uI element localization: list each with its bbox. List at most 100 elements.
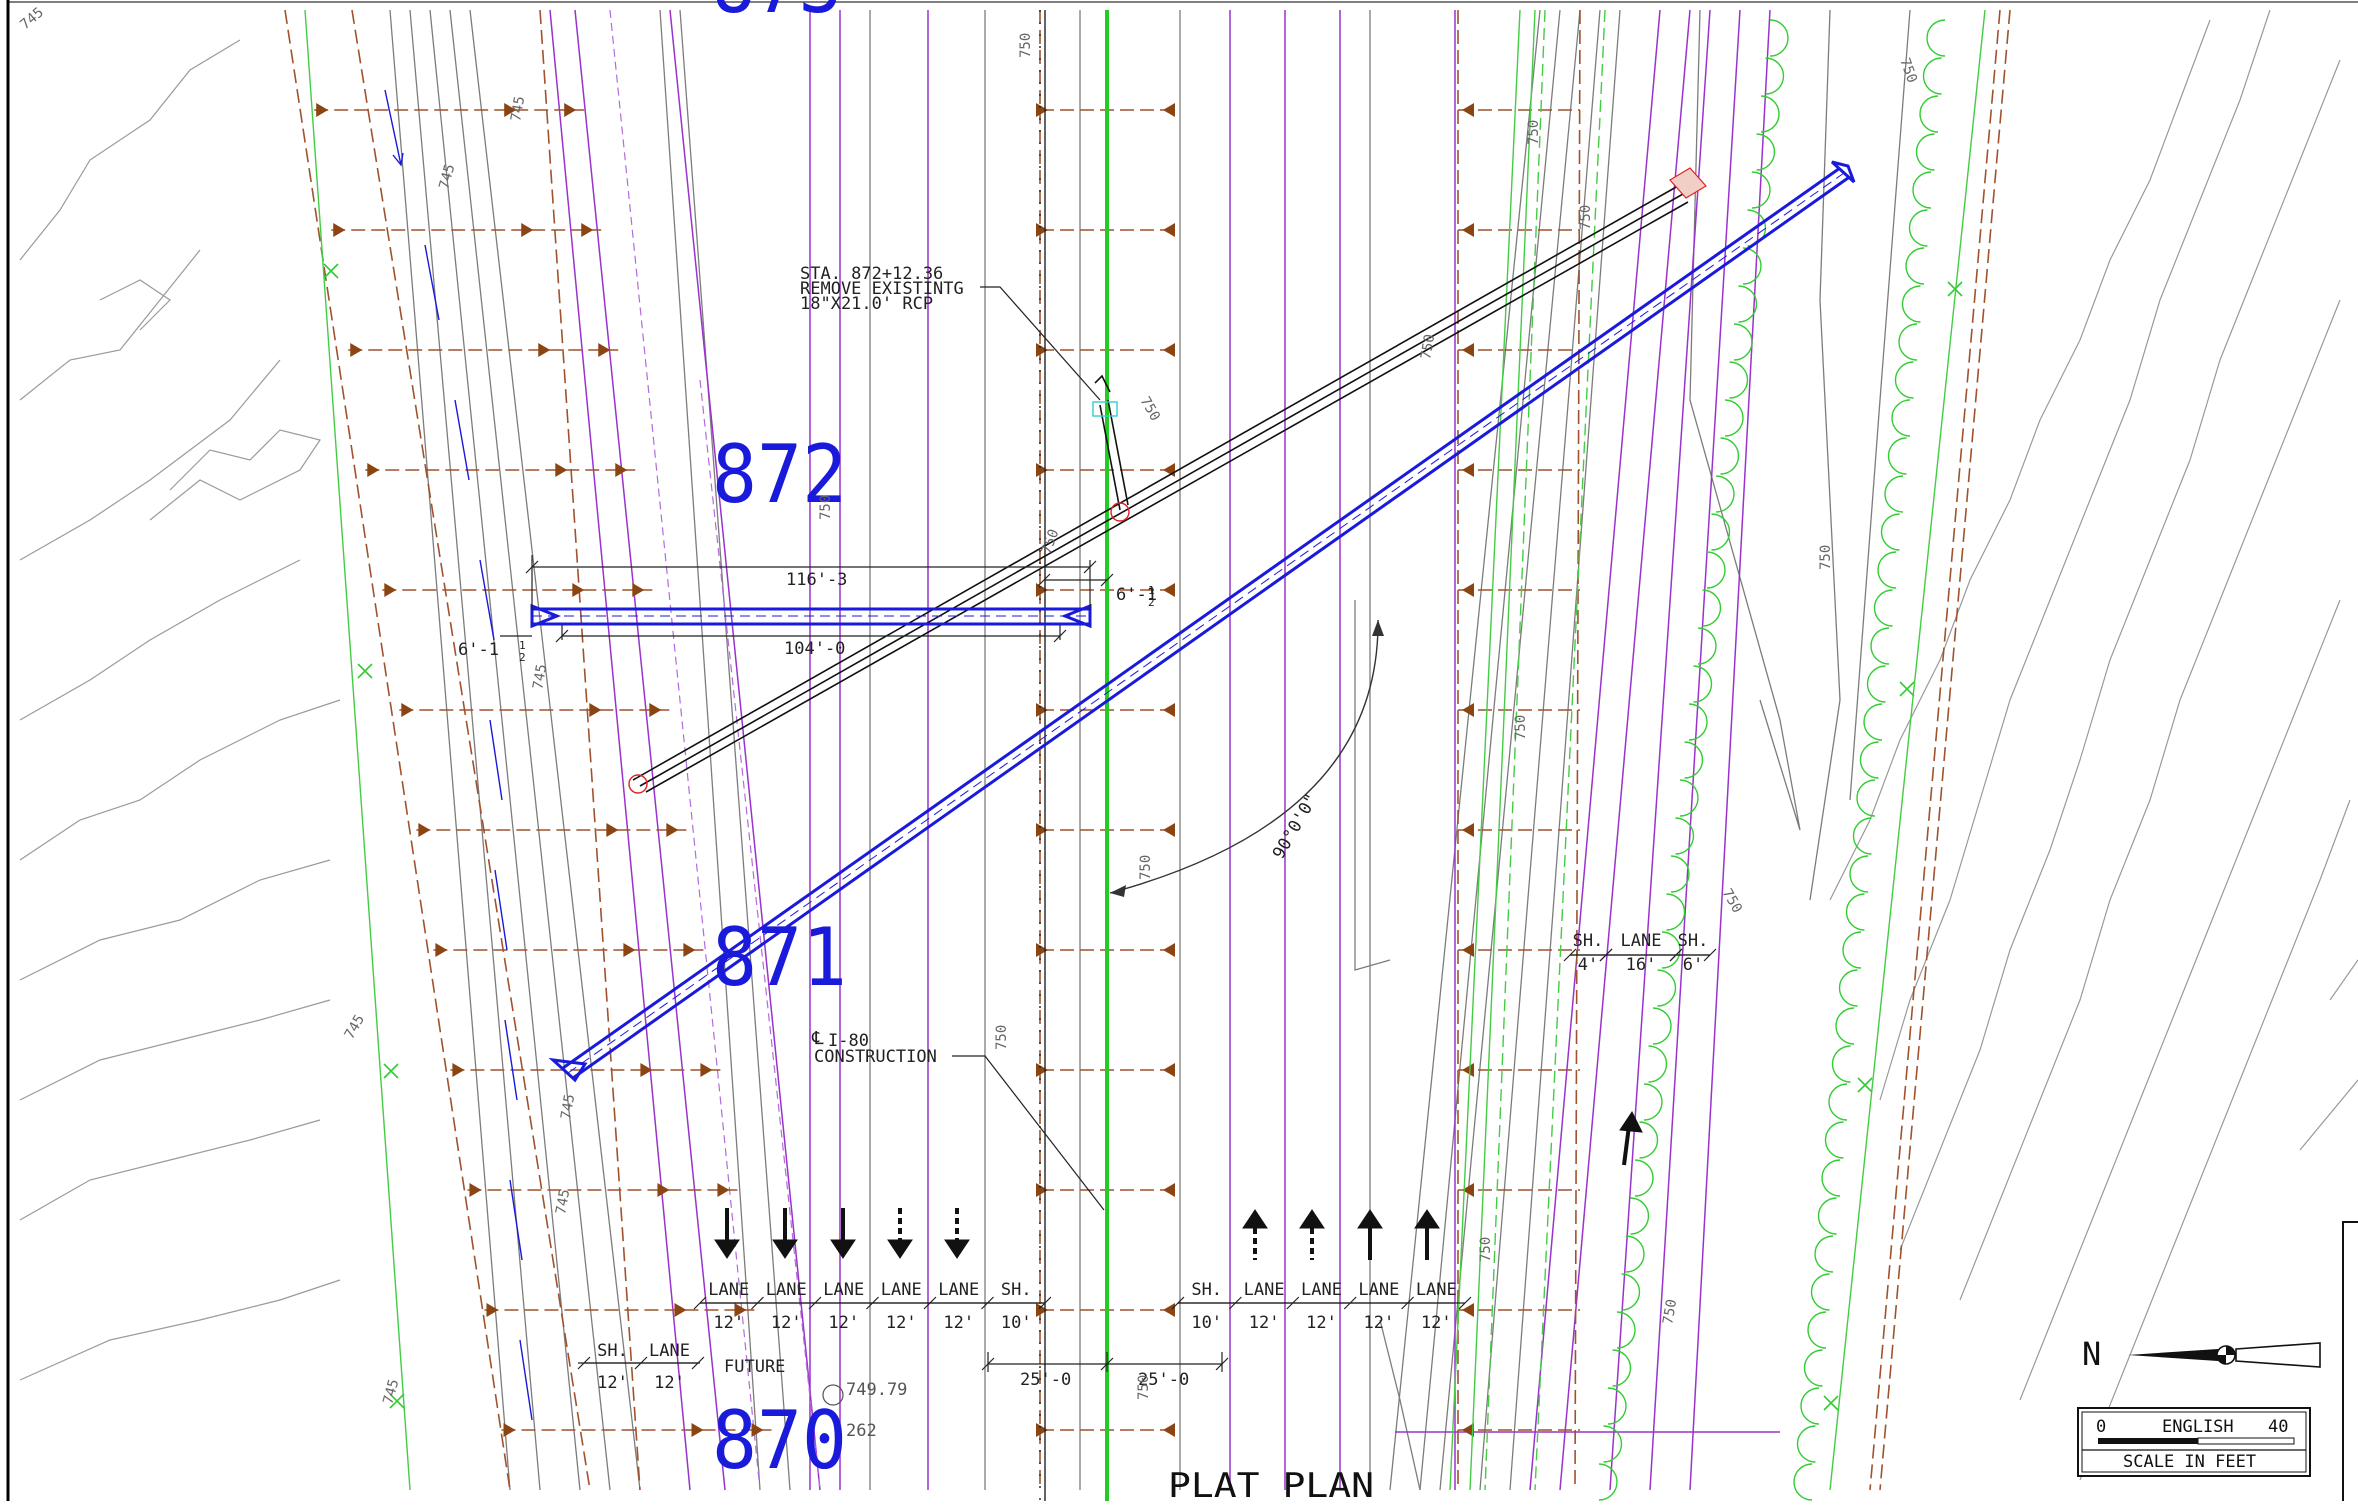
tree-arc: [1859, 741, 1879, 779]
tree-arc: [1598, 1463, 1618, 1501]
roadside-lines: [389, 9, 1911, 1491]
fence-triangle: [1462, 1063, 1474, 1077]
dim-25-right: 25'-0: [1138, 1370, 1189, 1390]
tree-arc: [1711, 513, 1731, 551]
fence-triangle: [1462, 1183, 1474, 1197]
dim-tick: [1100, 573, 1114, 587]
north-arrow-center-fill: [2217, 1346, 2235, 1364]
tree-arc: [1616, 1311, 1636, 1349]
tree-arc: [1898, 323, 1918, 361]
callout-line-2: REMOVE EXISTINTG: [800, 279, 964, 299]
culvert-leader: [980, 286, 1101, 401]
lane-arrow-up-3: [1357, 1209, 1383, 1260]
fence-triangle: [435, 943, 448, 957]
tree-arc: [1887, 437, 1907, 475]
tree-arc: [1880, 513, 1900, 551]
lane-arrow-down-2: [772, 1208, 798, 1259]
pipe-end-marker-2: [1110, 502, 1130, 522]
lane-west-label: SH.: [597, 1341, 628, 1361]
fence-triangle: [418, 823, 431, 837]
lane-main-left-label: LANE: [938, 1280, 979, 1300]
scale-caption: SCALE IN FEET: [2123, 1452, 2256, 1472]
dim-tick: [1215, 1357, 1229, 1371]
lane-main-right-label: LANE: [1301, 1280, 1342, 1300]
fence-triangle: [1036, 463, 1048, 477]
tree-arc: [1824, 1121, 1844, 1159]
tree-arc: [1756, 133, 1776, 171]
fence-triangle: [1462, 343, 1474, 357]
lane-arrow-down-1: [714, 1208, 740, 1259]
tree-arc: [1803, 1349, 1823, 1387]
contour-label-750-e: 750: [1478, 1237, 1494, 1262]
angle-label: 90°0'0": [1269, 790, 1322, 862]
fence-triangle: [623, 943, 636, 957]
lane-west-label: LANE: [649, 1341, 690, 1361]
tree-arc: [1612, 1349, 1632, 1387]
tree-arc: [1670, 855, 1690, 893]
purple-dashed-lines: [609, 9, 821, 1491]
contour-label-750-j: 750: [1818, 545, 1834, 570]
tree-arc: [1648, 1045, 1668, 1083]
tree-arc: [1877, 551, 1897, 589]
lane-ramp-sh-width: 4': [1578, 955, 1598, 975]
callout-line-3: 18"X21.0' RCP: [800, 294, 933, 314]
tree-arc: [1884, 475, 1904, 513]
lane-main-left-width: 12': [771, 1313, 802, 1333]
fence-triangle: [1163, 943, 1175, 957]
fence-triangle: [751, 1423, 764, 1437]
station-873-partial: 873: [712, 0, 842, 31]
contour-label-750-b: 750: [818, 495, 834, 520]
centerline-leader: [952, 1055, 1105, 1211]
dim-tick: [1053, 629, 1067, 643]
fence-triangle: [1462, 103, 1474, 117]
lane-main-left-width: 10': [1001, 1313, 1032, 1333]
tree-arc: [1634, 1159, 1654, 1197]
lane-arrow-down-4: [887, 1208, 913, 1259]
tree-arc: [1838, 969, 1858, 1007]
drainage-arrows: [384, 89, 533, 1421]
fence-triangle: [1462, 1423, 1474, 1437]
fence-triangle: [503, 1423, 516, 1437]
fence-triangle: [1462, 943, 1474, 957]
plan-title: PLAT PLAN: [1168, 1466, 1374, 1501]
fence-triangle: [350, 343, 363, 357]
existing-culvert-pipe: [632, 185, 1689, 793]
dim-tick: [525, 560, 539, 574]
contour-label-745-c: 745: [530, 663, 550, 691]
dim-25-left: 25'-0: [1020, 1370, 1071, 1390]
fence-triangle: [1036, 703, 1048, 717]
fence-triangle: [683, 943, 696, 957]
tree-arc: [1724, 399, 1744, 437]
fence-triangle: [1036, 1063, 1048, 1077]
fence-triangle: [691, 1423, 704, 1437]
lane-main-left-label: LANE: [766, 1280, 807, 1300]
fence-triangle: [1163, 823, 1175, 837]
title-block-edge: [2342, 1221, 2358, 1503]
lane-ramp-sh2-label: SH.: [1678, 931, 1709, 951]
contour-label-750-a: 750: [1018, 33, 1034, 58]
contour-label-750-d: 750: [1138, 855, 1154, 880]
lane-arrow-down-5: [944, 1208, 970, 1259]
fence-triangle: [1036, 103, 1048, 117]
tree-arc: [1831, 1045, 1851, 1083]
fence-triangle: [674, 1303, 687, 1317]
lane-main-right-label: SH.: [1191, 1280, 1222, 1300]
contour-label-745-f: 745: [553, 1188, 573, 1216]
lane-arrow-up-4: [1414, 1209, 1440, 1260]
lane-main-right-width: 10': [1191, 1313, 1222, 1333]
scale-bar: 0 ENGLISH 40 SCALE IN FEET: [2077, 1407, 2311, 1477]
fence-triangle: [1036, 583, 1048, 597]
contour-label-750-n: 750: [1660, 1298, 1680, 1326]
callout-line-1: STA. 872+12.36: [800, 264, 943, 284]
fence-triangle: [1036, 943, 1048, 957]
tree-arc: [1643, 1083, 1663, 1121]
lane-ramp-lane-label: LANE: [1621, 931, 1662, 951]
contour-label-750-f: 750: [1513, 715, 1529, 740]
tree-arc: [1666, 893, 1686, 931]
tree-arc: [1894, 361, 1914, 399]
culvert-callout: STA. 872+12.36 REMOVE EXISTINTG 18"X21.0…: [800, 264, 964, 314]
tree-arc: [1751, 171, 1771, 209]
tree-arc: [1760, 95, 1780, 133]
lane-ramp-sh2-width: 6': [1683, 955, 1703, 975]
dim-6-left-value: 6'-1: [458, 640, 499, 660]
